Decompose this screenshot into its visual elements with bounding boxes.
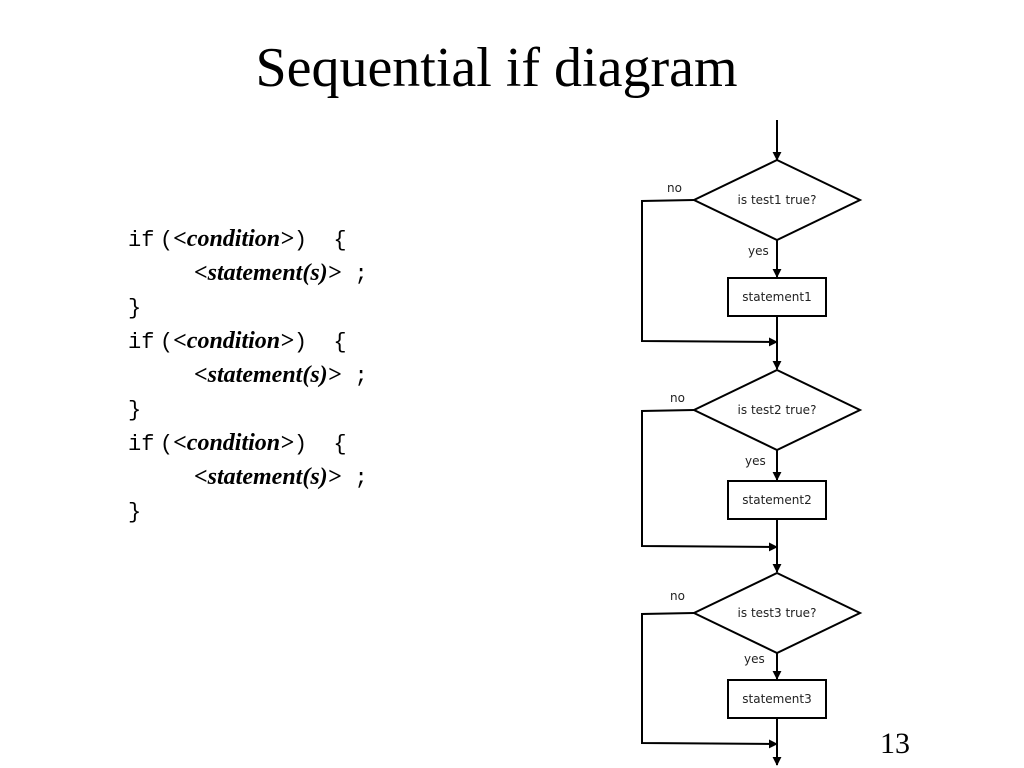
decision-label-1: is test1 true? xyxy=(738,193,817,207)
flowchart: is test1 true? statement1 no yes is test… xyxy=(641,120,863,766)
statement-box-2 xyxy=(727,480,827,520)
code-statement-line: <statement(s)> ; xyxy=(128,460,488,494)
close-paren-brace: ) { xyxy=(293,330,347,355)
statement-placeholder: <statement(s)> xyxy=(194,362,342,388)
no-label-3: no xyxy=(670,589,685,603)
semicolon: ; xyxy=(341,364,368,389)
yes-label-2: yes xyxy=(745,454,766,468)
if-keyword: if xyxy=(128,432,155,457)
yes-label-1: yes xyxy=(748,244,769,258)
no-path-2 xyxy=(641,409,778,552)
no-path-3 xyxy=(641,612,778,749)
open-paren: ( xyxy=(159,330,174,355)
close-paren-brace: ) { xyxy=(293,228,347,253)
yes-label-3: yes xyxy=(744,652,765,666)
page-number: 13 xyxy=(880,727,910,760)
code-if-line: if (<condition>) { xyxy=(128,426,488,460)
code-block: if (<condition>) { <statement(s)> ; } if… xyxy=(128,222,488,528)
if-keyword: if xyxy=(128,330,155,355)
code-close-brace-line: } xyxy=(128,290,488,324)
close-brace: } xyxy=(128,296,142,321)
no-label-1: no xyxy=(667,181,682,195)
statement-label-3: statement3 xyxy=(742,692,811,706)
statement-box-1 xyxy=(727,277,827,317)
statement-placeholder: <statement(s)> xyxy=(194,260,342,286)
code-close-brace-line: } xyxy=(128,392,488,426)
close-brace: } xyxy=(128,500,142,525)
close-paren-brace: ) { xyxy=(293,432,347,457)
semicolon: ; xyxy=(341,466,368,491)
no-path-1 xyxy=(641,199,778,347)
no-label-2: no xyxy=(670,391,685,405)
close-brace: } xyxy=(128,398,142,423)
open-paren: ( xyxy=(159,228,174,253)
decision-label-2: is test2 true? xyxy=(738,403,817,417)
slide-title: Sequential if diagram xyxy=(255,37,738,99)
condition-placeholder: <condition> xyxy=(173,328,294,354)
code-if-line: if (<condition>) { xyxy=(128,222,488,256)
statement-label-1: statement1 xyxy=(742,290,811,304)
condition-placeholder: <condition> xyxy=(173,226,294,252)
decision-label-3: is test3 true? xyxy=(738,606,817,620)
semicolon: ; xyxy=(341,262,368,287)
condition-placeholder: <condition> xyxy=(173,430,294,456)
statement-label-2: statement2 xyxy=(742,493,811,507)
statement-placeholder: <statement(s)> xyxy=(194,464,342,490)
code-statement-line: <statement(s)> ; xyxy=(128,358,488,392)
code-statement-line: <statement(s)> ; xyxy=(128,256,488,290)
code-close-brace-line: } xyxy=(128,494,488,528)
if-keyword: if xyxy=(128,228,155,253)
code-if-line: if (<condition>) { xyxy=(128,324,488,358)
open-paren: ( xyxy=(159,432,174,457)
